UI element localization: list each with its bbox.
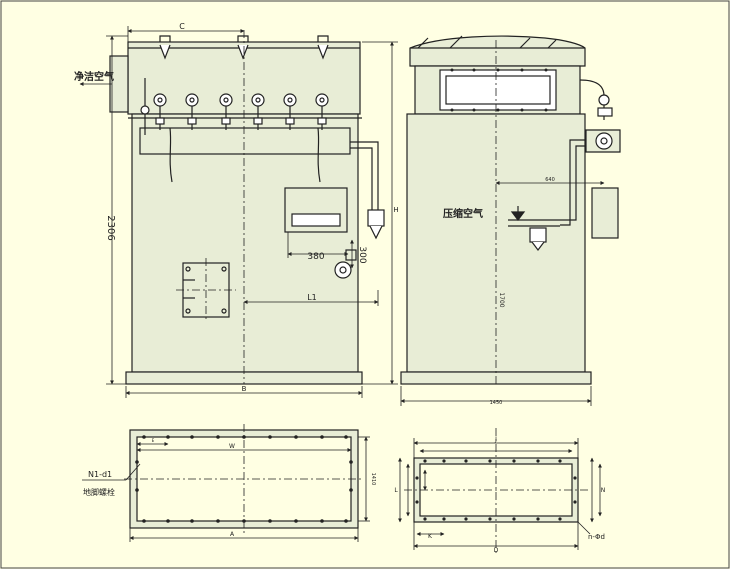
dim-c: C [179, 22, 185, 31]
front-dimension-lines [79, 26, 398, 398]
clean-air-label: 净洁空气 [74, 70, 114, 83]
dim-l1: L1 [307, 293, 317, 302]
dim-w: W [229, 443, 235, 450]
compressed-air-label: 压缩空气 [443, 207, 483, 220]
dim-l: L [394, 487, 398, 494]
dim-k: K [428, 533, 433, 540]
dim-d: D [494, 547, 499, 554]
hole-spec-label: n-Φd [588, 533, 605, 541]
plan-a-dimension-lines [82, 436, 370, 542]
dim-e-plan-a: E [152, 438, 155, 443]
side-view [400, 35, 621, 385]
plan-b-dimension-lines [398, 438, 602, 550]
front-centerlines [176, 30, 245, 384]
anchor-bolt-label: 地脚螺栓 [83, 487, 115, 497]
dim-1450: 1450 [490, 400, 503, 406]
pulse-valves [153, 93, 329, 130]
dim-1700: 1700 [498, 292, 505, 307]
front-view [109, 35, 385, 385]
dim-b: B [242, 385, 247, 393]
dim-a: A [230, 531, 235, 538]
dim-j: J [494, 436, 497, 443]
dim-h: H [393, 206, 398, 214]
dim-640: 640 [545, 177, 555, 183]
side-dimension-lines [400, 181, 605, 406]
dim-2306: 2306 [105, 215, 116, 240]
header-pipe [139, 127, 351, 155]
outlet-pipe [109, 55, 129, 113]
dim-300: 300 [357, 246, 367, 263]
side-cover [409, 35, 586, 67]
dim-1410: 1410 [370, 473, 376, 486]
dim-n: N [601, 487, 606, 494]
plan-a-centerlines [124, 424, 364, 534]
bolt-spec-label: N1-d1 [88, 470, 112, 479]
dim-380: 380 [307, 252, 324, 262]
side-control-box [591, 187, 619, 239]
